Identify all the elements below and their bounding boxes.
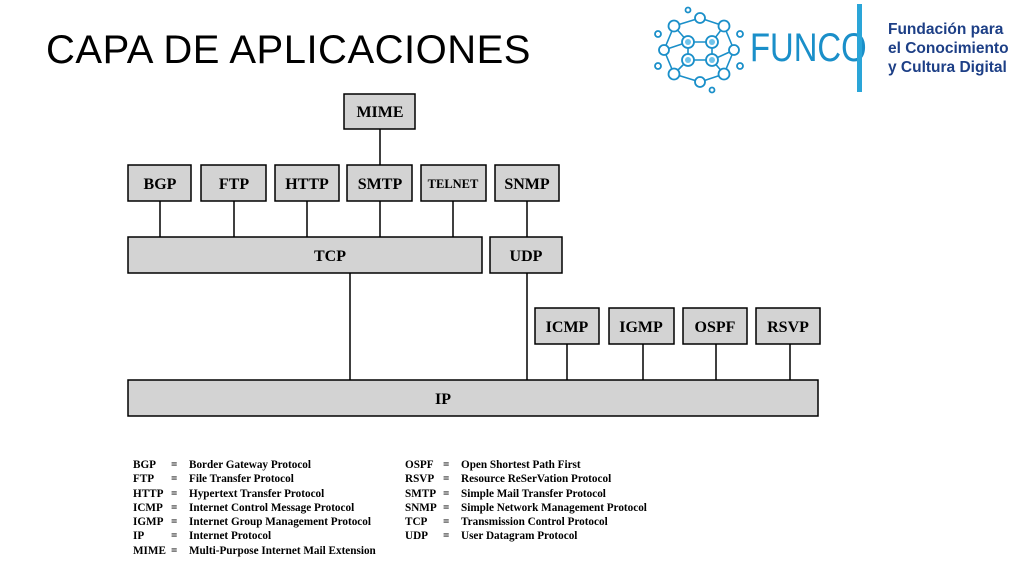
legend-left: BGP = Border Gateway Protocol FTP = File Tra…	[133, 458, 376, 558]
ospf-label: OSPF	[695, 319, 736, 336]
ip-label: IP	[435, 391, 451, 408]
legend-right: OSPF = Open Shortest Path First RSVP = Resou…	[405, 458, 647, 544]
legend-abbr: SMTP	[405, 487, 437, 500]
http-box	[274, 164, 340, 202]
legend-equals: =	[443, 501, 450, 514]
legend-equals: =	[171, 459, 178, 471]
legend-desc: Border Gateway Protocol	[189, 459, 311, 471]
icmp-label: ICMP	[546, 319, 589, 336]
legend-desc: Multi-Purpose Internet Mail Extension	[189, 544, 376, 557]
legend-row: UDP = User Datagram Protocol	[405, 529, 647, 543]
logo-subtitle-line: Fundación para	[888, 21, 1004, 38]
udp-label: UDP	[510, 248, 543, 265]
legend-abbr: RSVP	[405, 473, 435, 486]
network-globe-icon	[654, 6, 744, 94]
ip-box	[127, 379, 819, 417]
legend-abbr: HTTP	[133, 487, 164, 500]
igmp-label: IGMP	[619, 319, 663, 336]
legend-desc: Internet Group Management Protocol	[189, 516, 371, 529]
smtp-box	[346, 164, 413, 202]
funco-logo: FUNCO Fundación para el Conocimiento y C…	[652, 4, 1024, 96]
legend-abbr: OSPF	[405, 459, 434, 471]
legend-row: IGMP = Internet Group Management Protocol	[133, 515, 376, 529]
mime-box	[343, 93, 416, 130]
ftp-box	[200, 164, 267, 202]
legend-desc: Hypertext Transfer Protocol	[189, 487, 325, 500]
legend-desc: Simple Mail Transfer Protocol	[461, 487, 606, 500]
logo-subtitle: Fundación para el Conocimiento y Cultura…	[888, 20, 1009, 77]
smtp-label: SMTP	[358, 176, 403, 193]
legend-desc: Open Shortest Path First	[461, 459, 581, 471]
legend-equals: =	[171, 487, 178, 500]
legend-row: ICMP = Internet Control Message Protocol	[133, 501, 376, 515]
legend-equals: =	[443, 473, 450, 486]
legend-row: RSVP = Resource ReSerVation Protocol	[405, 472, 647, 486]
legend-abbr: MIME	[133, 544, 166, 557]
tcp-label: TCP	[314, 248, 346, 265]
bgp-label: BGP	[144, 176, 177, 193]
logo-subtitle-line: y Cultura Digital	[888, 59, 1007, 76]
logo-wordmark: FUNCO	[750, 26, 867, 70]
http-label: HTTP	[285, 176, 329, 193]
legend-row: HTTP = Hypertext Transfer Protocol	[133, 487, 376, 501]
snmp-label: SNMP	[504, 176, 550, 193]
legend-abbr: TCP	[405, 516, 428, 529]
legend-row: BGP = Border Gateway Protocol	[133, 458, 376, 472]
legend-abbr: IGMP	[133, 516, 164, 529]
legend-desc: Internet Control Message Protocol	[189, 501, 355, 514]
logo-divider	[857, 4, 862, 92]
legend-equals: =	[443, 487, 450, 500]
legend-desc: User Datagram Protocol	[461, 530, 578, 543]
legend-row: OSPF = Open Shortest Path First	[405, 458, 647, 472]
legend-equals: =	[443, 516, 450, 529]
telnet-box	[420, 164, 487, 202]
legend-abbr: ICMP	[133, 501, 163, 514]
legend-equals: =	[443, 459, 450, 471]
rsvp-box	[755, 307, 821, 345]
slide-title: CAPA DE APLICACIONES	[46, 28, 531, 72]
snmp-box	[494, 164, 560, 202]
icmp-box	[534, 307, 600, 345]
rsvp-label: RSVP	[767, 319, 809, 336]
legend-abbr: UDP	[405, 530, 428, 543]
legend-equals: =	[171, 516, 178, 529]
legend-row: MIME = Multi-Purpose Internet Mail Extensi…	[133, 544, 376, 558]
legend-row: FTP = File Transfer Protocol	[133, 472, 376, 486]
legend-desc: Internet Protocol	[189, 530, 272, 543]
legend-desc: Transmission Control Protocol	[461, 516, 608, 529]
logo-subtitle-line: el Conocimiento	[888, 40, 1009, 57]
legend-equals: =	[171, 473, 178, 486]
mime-label: MIME	[356, 104, 403, 121]
legend-row: SNMP = Simple Network Management Protocol	[405, 501, 647, 515]
ftp-label: FTP	[219, 176, 249, 193]
legend-row: SMTP = Simple Mail Transfer Protocol	[405, 487, 647, 501]
igmp-box	[608, 307, 675, 345]
telnet-label: TELNET	[428, 177, 479, 191]
legend-row: IP = Internet Protocol	[133, 529, 376, 543]
legend-desc: File Transfer Protocol	[189, 473, 294, 486]
legend-desc: Resource ReSerVation Protocol	[461, 473, 612, 486]
legend-abbr: SNMP	[405, 501, 437, 514]
udp-box	[489, 236, 563, 274]
tcp-box	[127, 236, 483, 274]
legend-desc: Simple Network Management Protocol	[461, 501, 647, 514]
legend-equals: =	[171, 530, 178, 543]
legend-equals: =	[443, 530, 450, 543]
legend-equals: =	[171, 501, 178, 514]
legend-abbr: FTP	[133, 473, 155, 486]
legend-abbr: IP	[133, 530, 145, 543]
legend-abbr: BGP	[133, 459, 156, 471]
legend-equals: =	[171, 544, 178, 557]
legend-row: TCP = Transmission Control Protocol	[405, 515, 647, 529]
ospf-box	[682, 307, 748, 345]
bgp-box	[127, 164, 192, 202]
